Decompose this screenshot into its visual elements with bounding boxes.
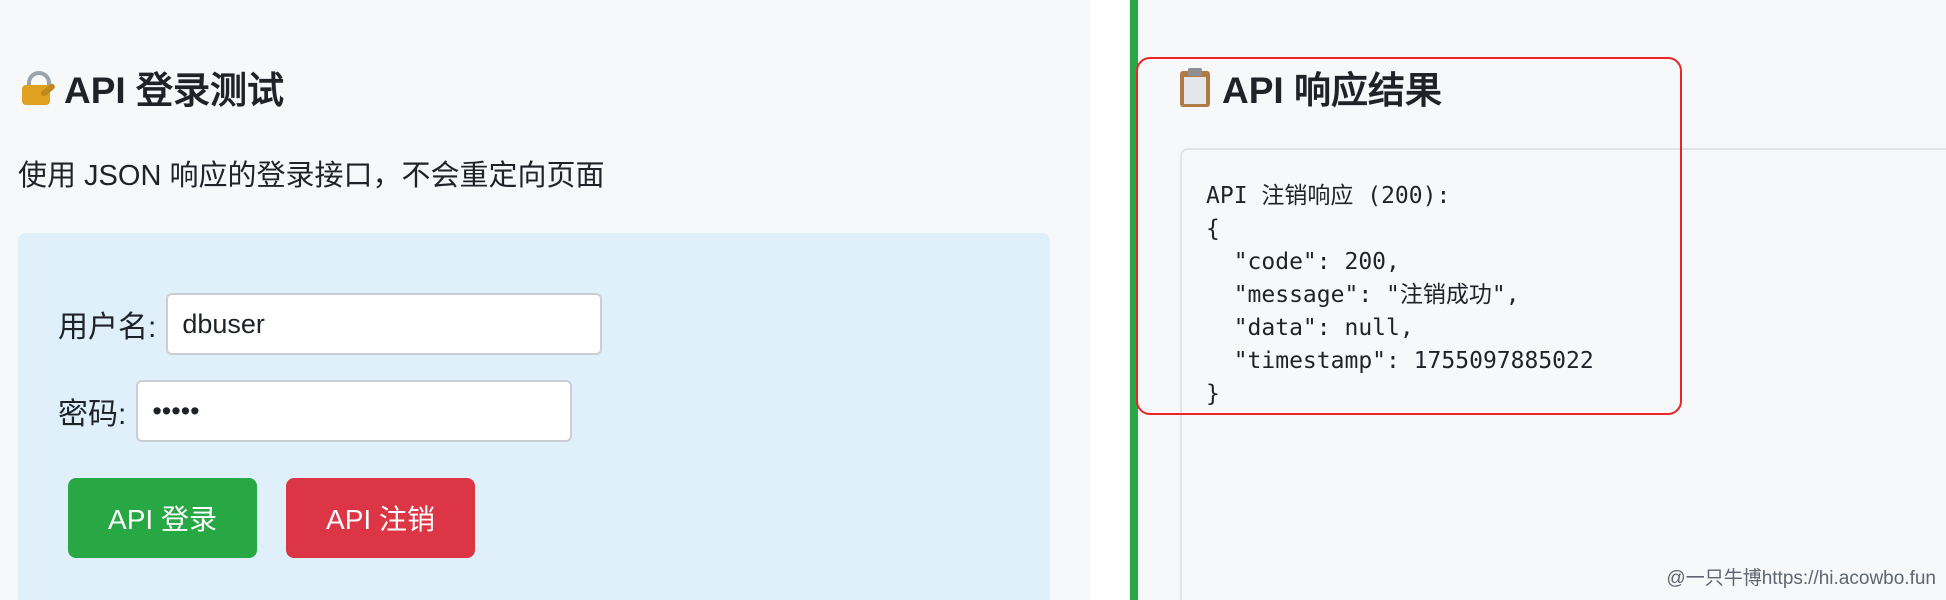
- username-input[interactable]: [166, 293, 603, 355]
- password-label: 密码:: [58, 398, 127, 431]
- watermark: @一只牛博https://hi.acowbo.fun: [1666, 568, 1936, 589]
- login-panel: API 登录测试 使用 JSON 响应的登录接口，不会重定向页面 用户名: 密码…: [18, 60, 1050, 600]
- login-form: 用户名: 密码: API 登录 API 注销: [18, 233, 1050, 600]
- username-row: 用户名:: [58, 293, 603, 355]
- response-line: "timestamp": 1755097885022: [1206, 348, 1594, 374]
- lock-with-key-icon: [18, 67, 58, 107]
- password-input[interactable]: [136, 380, 573, 442]
- response-line: "code": 200,: [1206, 249, 1400, 275]
- response-output: API 注销响应 (200): { "code": 200, "message"…: [1180, 148, 1946, 600]
- clipboard-icon: [1176, 67, 1216, 107]
- password-row: 密码:: [58, 380, 573, 442]
- response-panel: API 响应结果 API 注销响应 (200): { "code": 200, …: [1138, 0, 1946, 600]
- response-line: {: [1206, 216, 1220, 242]
- api-login-button[interactable]: API 登录: [68, 478, 257, 558]
- response-line: API 注销响应 (200):: [1206, 183, 1451, 209]
- login-panel-title-text: API 登录测试: [64, 70, 284, 111]
- response-text: API 注销响应 (200): { "code": 200, "message"…: [1206, 180, 1594, 411]
- panel-divider: [1130, 0, 1138, 600]
- response-panel-title: API 响应结果: [1176, 60, 1442, 114]
- response-panel-title-text: API 响应结果: [1222, 70, 1442, 111]
- login-panel-title: API 登录测试: [18, 60, 284, 114]
- response-line: "message": "注销成功",: [1206, 282, 1520, 308]
- api-logout-button[interactable]: API 注销: [286, 478, 475, 558]
- panel-gutter: [1090, 0, 1130, 600]
- response-line: }: [1206, 381, 1220, 407]
- login-panel-subtitle: 使用 JSON 响应的登录接口，不会重定向页面: [18, 160, 605, 192]
- username-label: 用户名:: [58, 311, 157, 344]
- response-line: "data": null,: [1206, 315, 1414, 341]
